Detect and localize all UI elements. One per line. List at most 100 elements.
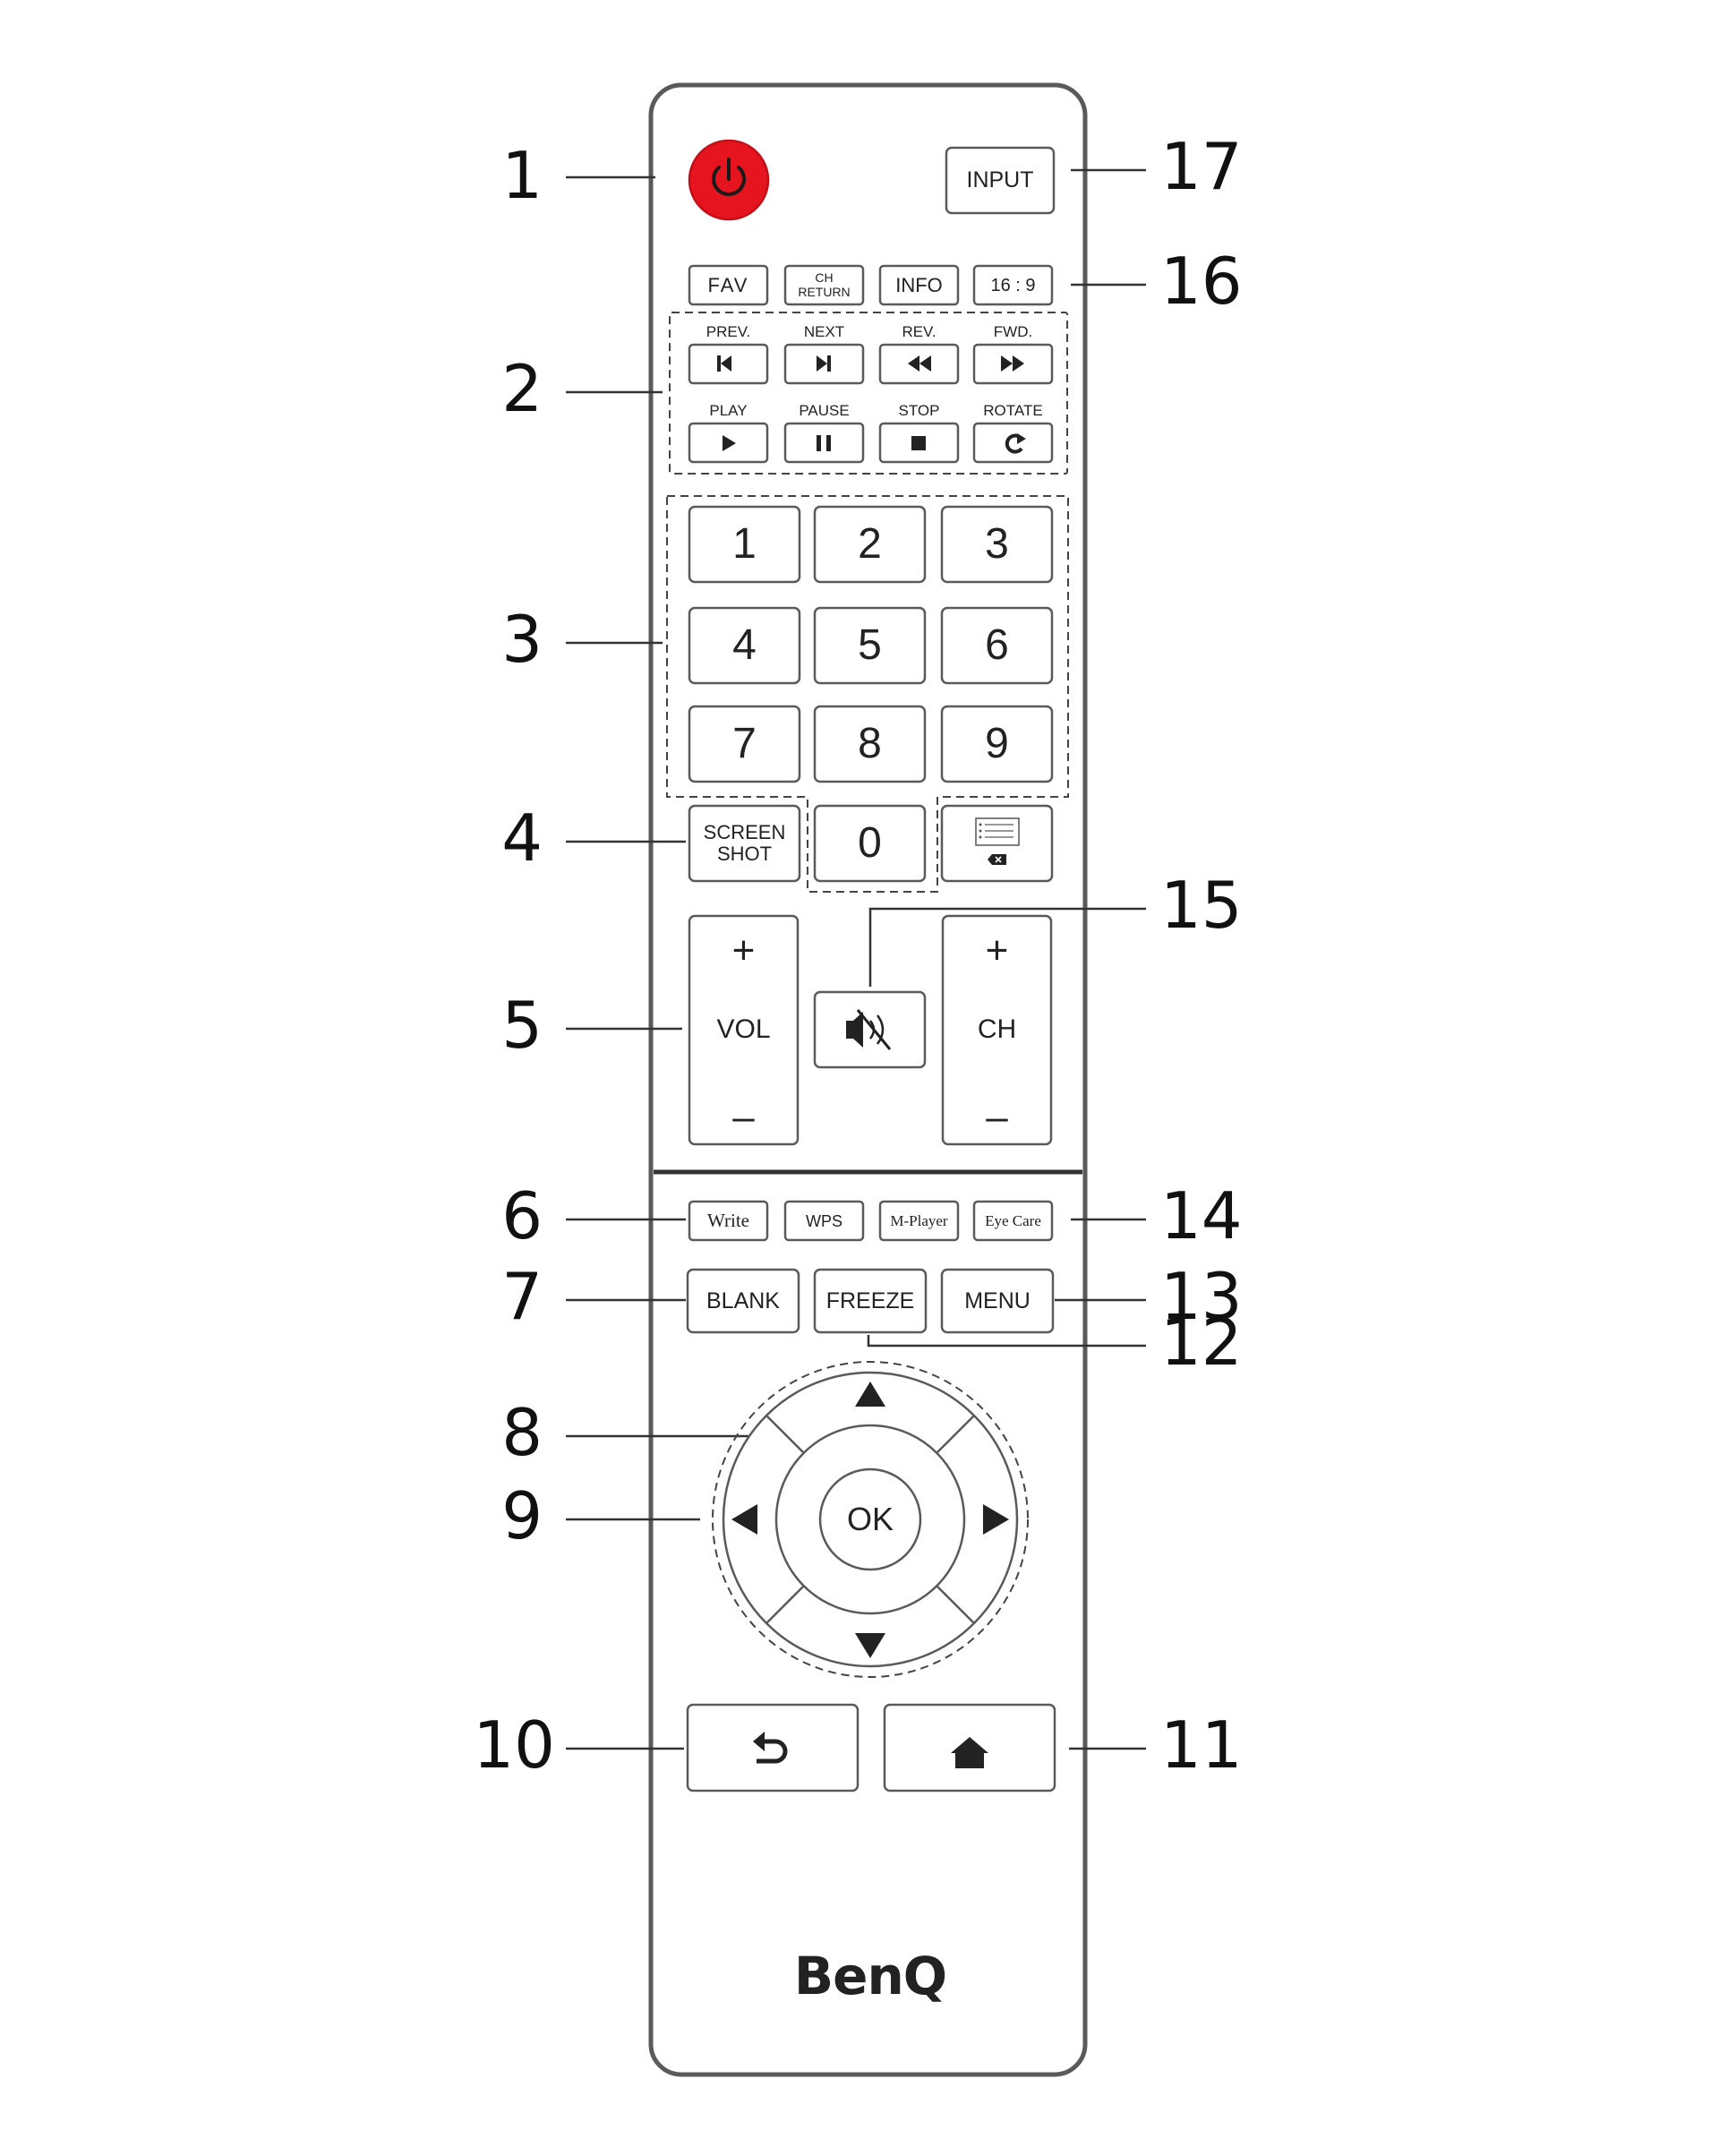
rev-label: REV. [902,322,936,340]
info-button[interactable]: INFO [895,273,943,296]
home-button[interactable] [885,1705,1055,1791]
menu-button-shape [940,1268,1055,1334]
callout-14: 14 [1160,1178,1243,1253]
dpad-down-button[interactable] [808,1616,933,1661]
aspect-button-shape [972,264,1054,306]
fav-button-shape [688,264,769,306]
pause-button-shape [783,422,865,464]
menu-button[interactable]: MENU [964,1288,1031,1313]
forward-icon [1001,355,1024,372]
dpad-up-button[interactable] [808,1379,933,1424]
callout-10: 10 [473,1707,555,1783]
mute-icon [846,1009,892,1050]
rotate-button[interactable] [974,424,1052,462]
input-button-shape [945,146,1056,215]
screenshot-button[interactable]: SCREEN SHOT [689,806,800,881]
mplayer-button[interactable]: M-Player [890,1212,948,1229]
callout-13: 13 [1160,1259,1243,1334]
arrow-down-icon [855,1633,885,1658]
digit-1-button[interactable]: 1 [732,520,757,568]
ch-down-button[interactable]: – [986,1095,1008,1139]
digit-9-shape [940,705,1054,783]
return-button[interactable] [688,1705,858,1791]
return-icon [753,1732,788,1764]
list-delete-button[interactable] [942,806,1052,881]
digit-2-button[interactable]: 2 [858,520,882,568]
ch-label: CH [977,1014,1017,1044]
dashed-groups [666,312,1069,1678]
fwd-button[interactable] [974,345,1052,383]
stop-button[interactable] [880,424,958,462]
digit-8-button[interactable]: 8 [858,720,882,767]
dpad-left-button[interactable] [727,1457,772,1582]
write-button-shape [688,1200,769,1242]
arrow-left-icon [731,1504,757,1535]
vol-up-button[interactable]: + [731,928,756,972]
digit-5-shape [813,606,927,685]
digit-4-button[interactable]: 4 [732,621,757,669]
ch-return-line2: RETURN [798,284,851,299]
callout-1: 1 [501,138,543,213]
info-button-shape [878,264,960,306]
digit-0-shape [813,804,927,883]
rotate-label: ROTATE [983,401,1043,419]
input-button[interactable]: INPUT [966,167,1034,192]
callout-lines [566,168,1146,1750]
rotate-button-shape [972,422,1054,464]
next-button[interactable] [785,345,863,383]
digit-9-button[interactable]: 9 [985,720,1009,767]
eyecare-button[interactable]: Eye Care [985,1212,1041,1229]
digit-5-button[interactable]: 5 [858,621,882,669]
digit-0-button[interactable]: 0 [858,819,882,867]
stop-label: STOP [898,401,940,419]
vol-down-button[interactable]: – [732,1095,755,1139]
ch-return-button[interactable]: CH RETURN [785,266,863,304]
callout-9: 9 [501,1478,543,1553]
arrow-up-icon [855,1382,885,1407]
prev-label: PREV. [706,322,751,340]
wps-button[interactable]: WPS [805,1211,842,1230]
play-button[interactable] [689,424,767,462]
digit-2-shape [813,505,927,584]
media-group-box [669,312,1068,475]
callout-5: 5 [501,988,543,1063]
mute-button-shape [813,990,927,1069]
stop-icon [911,436,926,450]
fwd-label: FWD. [993,322,1033,340]
freeze-button[interactable]: FREEZE [825,1288,915,1313]
freeze-button-shape [813,1268,928,1334]
mute-button[interactable] [815,992,925,1067]
screenshot-line1: SCREEN [703,820,786,843]
ok-button[interactable]: OK [846,1501,894,1537]
write-button[interactable]: Write [707,1210,749,1231]
prev-button[interactable] [689,345,767,383]
fav-button[interactable]: FAV [707,273,749,296]
aspect-button[interactable]: 16 : 9 [990,275,1036,295]
callout-4: 4 [501,800,543,876]
digit-4-shape [688,606,801,685]
brand-logo: BenQ [794,1946,946,2006]
rewind-icon [908,355,931,372]
digit-6-button[interactable]: 6 [985,621,1009,669]
wps-button-shape [783,1200,865,1242]
blank-button[interactable]: BLANK [706,1288,780,1313]
digit-7-button[interactable]: 7 [732,720,757,767]
digit-3-button[interactable]: 3 [985,520,1009,568]
pause-button[interactable] [785,424,863,462]
digit-7-shape [688,705,801,783]
ch-up-button[interactable]: + [985,928,1009,972]
vol-label: VOL [716,1014,771,1044]
ch-return-button-shape [783,264,865,306]
next-label: NEXT [803,322,845,340]
callout-8: 8 [501,1395,543,1470]
screenshot-button-shape [688,804,801,883]
callout-15: 15 [1160,868,1243,943]
rev-button[interactable] [880,345,958,383]
dpad-right-button[interactable] [969,1457,1013,1582]
prev-icon [717,355,731,372]
pause-label: PAUSE [799,401,850,419]
pause-icon [817,435,831,451]
play-icon [723,435,736,451]
return-button-shape [686,1703,860,1792]
power-button[interactable] [689,141,768,219]
